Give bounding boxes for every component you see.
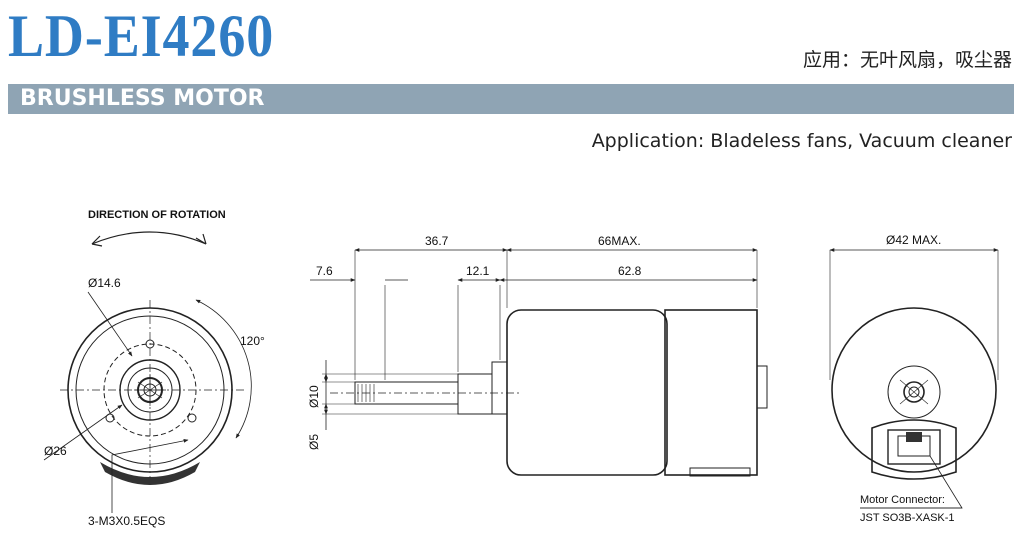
dim-shaft-length: 7.6	[316, 264, 333, 278]
front-view: DIRECTION OF ROTATION 120° Ø14.6 Ø26 3-M…	[43, 209, 265, 528]
connector-label: Motor Connector:	[860, 494, 945, 506]
connector-housing	[871, 419, 957, 480]
rear-view: Ø42 MAX. Motor Connector: JST SO3B-XASK-…	[829, 233, 999, 524]
screw-spec-label: 3-M3X0.5EQS	[88, 514, 165, 528]
model-title: LD-EI4260	[8, 3, 275, 69]
angle-label: 120°	[240, 334, 265, 348]
motor-end-cap	[664, 309, 758, 476]
motor-body	[506, 309, 668, 476]
connector-model: JST SO3B-XASK-1	[860, 512, 955, 524]
rotation-arrow-icon	[91, 231, 207, 245]
dim-front-length: 36.7	[425, 234, 449, 248]
screw-hole-right	[187, 413, 197, 423]
dim-max-diameter: Ø42 MAX.	[886, 233, 941, 247]
dim-dia10: Ø10	[307, 385, 321, 408]
application-cn: 应用：无叶风扇，吸尘器	[802, 49, 1012, 71]
connector-icon	[887, 429, 941, 465]
dim-max-length: 66MAX.	[598, 234, 641, 248]
application-en: Application: Bladeless fans, Vacuum clea…	[591, 130, 1012, 152]
screw-hole-left	[105, 413, 115, 423]
dim-body-length: 62.8	[618, 264, 642, 278]
side-view: 36.7 66MAX. 7.6 12.1 62.8 Ø10 Ø5	[307, 234, 768, 477]
dim-dia5: Ø5	[307, 434, 321, 450]
rear-body-outer	[831, 307, 997, 473]
rotation-label: DIRECTION OF ROTATION	[88, 209, 226, 221]
dim-pilot-length: 12.1	[466, 264, 490, 278]
dim-bolt-circle-label: Ø14.6	[88, 276, 121, 290]
banner-label: BRUSHLESS MOTOR	[20, 86, 265, 111]
category-banner: BRUSHLESS MOTOR	[8, 84, 1014, 114]
